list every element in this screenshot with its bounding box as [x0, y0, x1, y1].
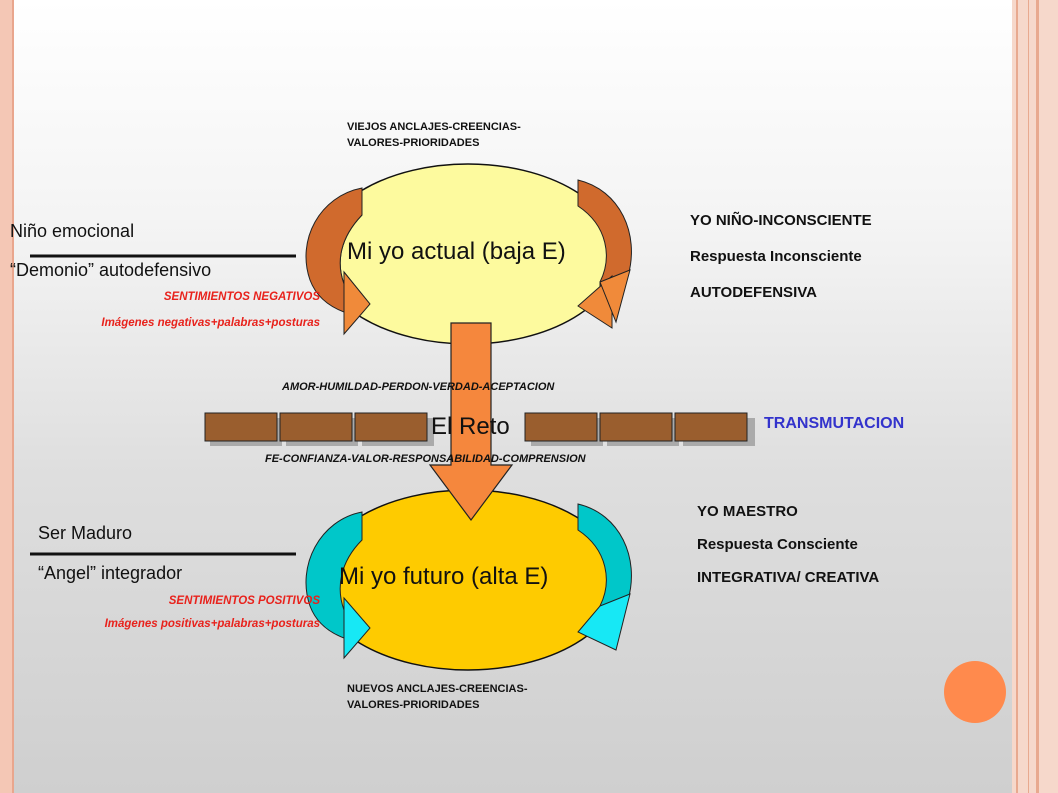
challenge-values-above: AMOR-HUMILDAD-PERDON-VERDAD-ACEPTACION — [282, 381, 555, 393]
positive-feelings-label: SENTIMIENTOS POSITIVOS — [168, 595, 320, 607]
left-frame-line — [12, 0, 14, 793]
future-self-title: Mi yo futuro (alta E) — [339, 563, 549, 590]
new-anchors-caption: NUEVOS ANCLAJES-CREENCIAS- VALORES-PRIOR… — [347, 681, 528, 713]
conscious-response-label: Respuesta Consciente — [697, 536, 858, 553]
bottom-left-cycle-arrow-body — [305, 511, 363, 639]
new-anchors-line-1: NUEVOS ANCLAJES-CREENCIAS- — [347, 683, 528, 695]
challenge-title: El Reto — [431, 413, 510, 440]
integrating-angel-label: “Angel” integrador — [38, 563, 183, 583]
transformation-down-arrow — [428, 322, 514, 522]
left-frame-bar — [0, 0, 14, 793]
transmutation-label: TRANSMUTACION — [764, 415, 905, 432]
unconscious-response-label: Respuesta Inconsciente — [690, 248, 862, 265]
emotional-child-label: Niño emocional — [10, 221, 135, 241]
top-right-arrowhead-tip — [599, 269, 631, 324]
right-frame-bar — [1012, 0, 1058, 793]
new-anchors-line-2: VALORES-PRIORIDADES — [347, 699, 480, 711]
negative-feelings-label: SENTIMIENTOS NEGATIVOS — [163, 291, 320, 303]
old-anchors-line-2: VALORES-PRIORIDADES — [347, 137, 480, 149]
accent-circle — [944, 661, 1006, 723]
right-frame-line — [1016, 0, 1018, 793]
current-self-right-list: YO NIÑO-INCONSCIENTE Respuesta Inconscie… — [690, 203, 872, 311]
challenge-values-below: FE-CONFIANZA-VALOR-RESPONSABILIDAD-COMPR… — [265, 453, 586, 465]
challenge-bricks-right — [524, 412, 755, 446]
bottom-right-arrowhead — [577, 593, 631, 651]
master-self-label: YO MAESTRO — [697, 503, 798, 520]
current-self-title: Mi yo actual (baja E) — [347, 238, 566, 265]
negative-images-label: Imágenes negativas+palabras+posturas — [101, 317, 320, 329]
right-frame-line — [1028, 0, 1029, 793]
self-defensive-label: AUTODEFENSIVA — [690, 284, 817, 301]
integrative-creative-label: INTEGRATIVA/ CREATIVA — [697, 569, 880, 586]
defensive-demon-label: “Demonio” autodefensivo — [10, 260, 212, 280]
bottom-left-arrowhead — [343, 596, 371, 660]
old-anchors-caption: VIEJOS ANCLAJES-CREENCIAS- VALORES-PRIOR… — [347, 119, 521, 151]
positive-images-label: Imágenes positivas+palabras+posturas — [104, 618, 320, 630]
future-self-right-list: YO MAESTRO Respuesta Consciente INTEGRAT… — [697, 495, 879, 594]
challenge-bricks-left — [204, 412, 434, 446]
mature-being-label: Ser Maduro — [38, 523, 133, 543]
right-frame-line — [1036, 0, 1039, 793]
inner-child-label: YO NIÑO-INCONSCIENTE — [690, 212, 872, 229]
top-left-arrowhead — [343, 270, 371, 336]
top-left-cycle-arrow-body — [305, 187, 363, 313]
old-anchors-line-1: VIEJOS ANCLAJES-CREENCIAS- — [347, 121, 521, 133]
